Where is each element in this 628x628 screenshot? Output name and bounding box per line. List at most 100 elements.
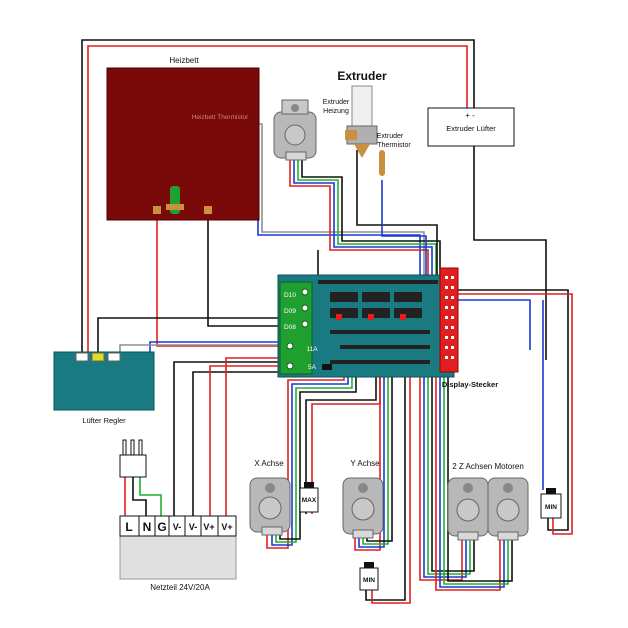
board-fuse — [322, 364, 332, 370]
extruder-heater-label-1: Extruder — [323, 99, 350, 106]
psu-terminal-n: N — [143, 520, 152, 534]
z-min-switch: MIN — [540, 488, 562, 519]
wire-fan-plus — [87, 45, 468, 355]
heatbed-label: Heizbett — [169, 56, 199, 65]
wire-y-motor-4 — [366, 375, 393, 542]
board-11a: 11A — [306, 346, 318, 353]
board-d9: D09 — [284, 308, 296, 315]
psu-label: Netzteil 24V/20A — [150, 583, 210, 592]
wire-fancontrol-3 — [119, 344, 278, 352]
extruder-heater-label-2: Heizung — [323, 108, 349, 115]
board-headers — [318, 280, 438, 364]
wire-ext-thermistor — [381, 180, 427, 288]
y-min-label: MIN — [363, 577, 375, 584]
wire-psu-vp2 — [225, 357, 278, 516]
psu-terminal-vm2: V- — [189, 522, 198, 532]
wire-z-motor-4 — [431, 375, 475, 572]
display-connector-pins — [445, 276, 454, 359]
board-terminal-block — [279, 281, 313, 375]
wires — [81, 39, 573, 604]
wire-y-motor-3 — [362, 375, 389, 545]
wire-x-max — [305, 375, 377, 514]
wire-z2-motor-4 — [447, 375, 513, 582]
heatbed-terminal-right — [204, 206, 212, 214]
wire-board-right-1 — [458, 299, 531, 350]
wire-psu-vm1 — [173, 361, 278, 516]
board-terminal-screws — [286, 288, 309, 370]
display-connector-label: Display-Stecker — [442, 380, 498, 389]
wire-z2-motor-1 — [435, 375, 501, 591]
psu-terminal-l: L — [125, 520, 132, 534]
wire-fan-down-black — [473, 145, 547, 360]
extruder-nozzle — [354, 144, 370, 158]
extruder-thermistor-label-2: Thermistor — [377, 142, 411, 149]
psu-terminal-vm1: V- — [173, 522, 182, 532]
x-axis-motor: X Achse — [249, 459, 291, 536]
y-axis-motor: Y Achse — [342, 459, 384, 539]
psu-terminal-g: G — [157, 520, 166, 534]
wire-y-motor-2 — [358, 375, 385, 548]
wire-plug-g — [139, 475, 162, 517]
x-max-switch: MAX — [299, 482, 319, 513]
wire-z-min-2 — [458, 293, 573, 535]
x-axis-label: X Achse — [254, 459, 284, 468]
wire-y-min — [365, 375, 406, 601]
psu-terminal-vp1: V+ — [203, 522, 214, 532]
wire-x-motor-2 — [271, 375, 349, 546]
extruder-body — [351, 85, 373, 127]
wire-fancontrol-1 — [97, 317, 278, 352]
z-min-label: MIN — [545, 504, 557, 511]
wire-y-min-2 — [371, 375, 411, 604]
extruder: Extruder Extruder Heizung Extruder Therm… — [273, 69, 411, 176]
extruder-fan-label: Extruder Lüfter — [446, 124, 496, 133]
extruder-motor — [273, 99, 317, 161]
wire-ext-motor-3 — [297, 160, 437, 287]
psu-body — [119, 534, 237, 580]
heatbed-thermistor-base — [166, 204, 184, 210]
wire-psu-vp1 — [209, 365, 278, 516]
extruder-thermistor-label-1: Extruder — [377, 133, 404, 140]
control-board: Display-Stecker D10 D09 D08 11A 5A — [277, 267, 498, 389]
psu-terminal-dividers — [138, 516, 219, 536]
power-plug — [119, 439, 147, 478]
wire-z-min — [458, 289, 569, 531]
wire-bed-red — [156, 212, 278, 347]
extruder-fan-box — [427, 107, 515, 147]
wire-fancontrol-2 — [149, 341, 278, 352]
wire-z2-motor-3 — [443, 375, 509, 585]
wire-x-motor-3 — [275, 375, 353, 543]
wire-plug-n — [132, 475, 147, 517]
wire-ext-motor-2 — [293, 160, 433, 287]
y-min-switch: MIN — [359, 562, 379, 591]
wire-z-motor-2 — [423, 375, 467, 578]
wire-ext-motor-1 — [289, 160, 429, 287]
fan-controller-label: Lüfter Regler — [82, 416, 126, 425]
wire-z-motor-1 — [419, 375, 463, 581]
extruder-fan: + - Extruder Lüfter — [427, 107, 515, 147]
fan-controller-board — [53, 351, 155, 411]
board-d8: D08 — [284, 324, 296, 331]
heatbed-terminal-left — [153, 206, 161, 214]
wire-z2-motor-2 — [439, 375, 505, 588]
wire-y-motor-1 — [354, 375, 381, 551]
wire-psu-vm2 — [192, 371, 278, 516]
board-chips — [336, 314, 406, 320]
power-supply: L N G V- V- V+ V+ Netzteil 24V/20A — [119, 439, 237, 592]
y-axis-label: Y Achse — [350, 459, 380, 468]
z-axis-motors: 2 Z Achsen Motoren — [447, 462, 529, 541]
heatbed-plate — [106, 67, 260, 221]
x-max-label: MAX — [302, 497, 317, 504]
heatbed-thermistor-label: Heizbett Thermistor — [192, 114, 249, 121]
wire-bed-black — [207, 212, 278, 327]
heatbed: Heizbett Heizbett Thermistor — [106, 56, 260, 221]
wire-ext-heater — [356, 150, 438, 288]
wire-x-motor-1 — [266, 375, 345, 549]
extruder-heater-resistor — [345, 130, 357, 140]
extruder-thermistor — [379, 150, 385, 176]
board-5a: 5A — [308, 364, 317, 371]
extruder-fan-polarity: + - — [465, 111, 475, 120]
wire-ext-motor-4 — [301, 160, 441, 287]
board-d10: D10 — [284, 292, 296, 299]
wire-z-motor-3 — [427, 375, 471, 575]
